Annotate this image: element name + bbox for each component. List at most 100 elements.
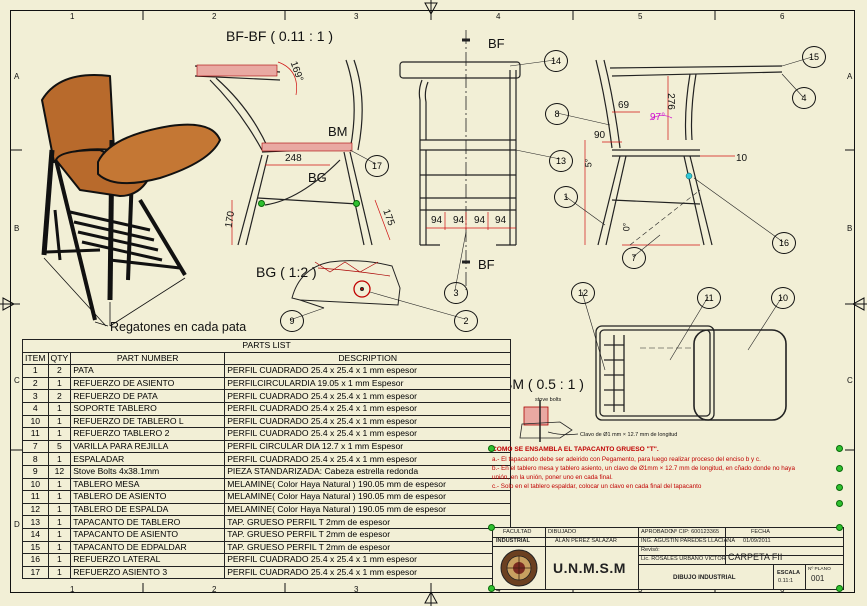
- drag-handle[interactable]: [353, 200, 360, 207]
- stove-bolts-note: stove bolts: [535, 397, 562, 403]
- zone-col-3-bottom: 3: [354, 585, 359, 594]
- qty-cell: 1: [47, 414, 72, 429]
- drag-handle[interactable]: [836, 500, 843, 507]
- section-title-bf: BF-BF ( 0.11 : 1 ): [226, 28, 334, 44]
- tb-aprobado-label: APROBADO: [641, 529, 673, 535]
- part-number-cell: REFUERZO TABLERO 2: [70, 427, 226, 441]
- tb-revisado-label: Revisó:: [641, 547, 660, 553]
- dim-angle-97: 97°: [650, 112, 666, 123]
- drag-handle[interactable]: [836, 445, 843, 452]
- drag-handle[interactable]: [836, 524, 843, 531]
- qty-cell: 1: [47, 527, 72, 542]
- description-cell: PERFIL CUADRADO 25.4 x 25.4 x 1 mm espes…: [224, 389, 512, 403]
- item-cell: 16: [22, 553, 49, 567]
- drag-handle[interactable]: [836, 484, 843, 491]
- part-number-cell: VARILLA PARA REJILLA: [70, 439, 226, 454]
- dim-94-d: 94: [495, 215, 507, 226]
- item-cell: 4: [22, 401, 49, 416]
- drag-handle[interactable]: [836, 465, 843, 472]
- balloon-8: 8: [545, 103, 569, 125]
- zone-row-b-right: B: [847, 224, 853, 233]
- col-part-number: PART NUMBER: [70, 351, 226, 366]
- detail-title-bm: BM ( 0.5 : 1 ): [503, 376, 584, 392]
- zone-col-2-top: 2: [212, 12, 217, 21]
- section-marker-top: BF: [488, 36, 505, 51]
- drag-handle[interactable]: [836, 585, 843, 592]
- qty-cell: 1: [47, 401, 72, 416]
- regatones-note: Regatones en cada pata: [110, 320, 247, 334]
- description-cell: PERFIL CUADRADO 25.4 x 25.4 x 1 mm espes…: [224, 553, 512, 567]
- part-number-cell: REFUERZO ASIENTO 3: [70, 565, 226, 580]
- part-number-cell: REFUERZO DE TABLERO L: [70, 414, 226, 429]
- label-bg: BG: [308, 170, 327, 185]
- tb-author: ALAN PEREZ SALAZAR: [555, 538, 617, 544]
- dim-angle-0: 0°: [621, 222, 632, 232]
- balloon-2: 2: [454, 310, 478, 332]
- drag-handle[interactable]: [258, 200, 265, 207]
- qty-cell: 1: [47, 502, 72, 517]
- tb-plano-label: Nº PLANO: [808, 567, 831, 572]
- tb-date: 01/09/2011: [743, 538, 771, 544]
- qty-cell: 5: [47, 439, 72, 454]
- zone-row-b-left: B: [14, 224, 20, 233]
- zone-row-a-right: A: [847, 72, 853, 81]
- dim-90: 90: [594, 130, 606, 141]
- drag-handle[interactable]: [488, 445, 495, 452]
- description-cell: TAP. GRUESO PERFIL T 2mm de espesor: [224, 527, 512, 542]
- drag-handle[interactable]: [488, 585, 495, 592]
- qty-cell: 1: [47, 376, 72, 391]
- tb-fecha-label: FECHA: [751, 529, 770, 535]
- detail-title-bg: BG ( 1:2 ): [256, 264, 317, 280]
- zone-col-1-top: 1: [70, 12, 75, 21]
- dim-94-b: 94: [453, 215, 465, 226]
- dim-69: 69: [618, 100, 630, 111]
- parts-list-table: PARTS LIST ITEM QTY PART NUMBER DESCRIPT…: [21, 339, 512, 580]
- tb-sheet-no: 001: [811, 574, 825, 583]
- assembly-note-c: c.- Solo en el tablero espaldar, colocar…: [492, 483, 702, 490]
- detail-bm: [519, 400, 579, 442]
- balloon-7: 7: [622, 247, 646, 269]
- item-cell: 8: [22, 452, 49, 466]
- tb-subject: DIBUJO INDUSTRIAL: [673, 574, 736, 581]
- drag-handle[interactable]: [488, 524, 495, 531]
- title-block: FACULTAD INDUSTRIAL DIBUJADO ALAN PEREZ …: [492, 527, 844, 590]
- description-cell: PERFIL CUADRADO 25.4 x 25.4 x 1 mm espes…: [224, 427, 512, 441]
- dim-94-a: 94: [431, 215, 443, 226]
- balloon-14: 13: [549, 150, 573, 172]
- item-cell: 12: [22, 502, 49, 517]
- tb-dibujado-label: DIBUJADO: [548, 529, 577, 535]
- tb-reviewer: Lic. ROSALES URBANO VICTOR: [641, 556, 726, 562]
- description-cell: MELAMINE( Color Haya Natural ) 190.05 mm…: [224, 477, 512, 492]
- balloon-15: 14: [544, 50, 568, 72]
- qty-cell: 1: [47, 477, 72, 492]
- item-cell: 2: [22, 376, 49, 391]
- section-marker-bottom: BF: [478, 257, 495, 272]
- top-view: [595, 325, 787, 421]
- zone-row-d-left: D: [14, 520, 20, 529]
- balloon-11: 11: [697, 287, 721, 309]
- tb-cip: Nº CIP: 600123365: [671, 529, 720, 535]
- item-cell: 9: [22, 464, 49, 479]
- description-cell: PERFIL CUADRADO 25.4 x 25.4 x 1 mm espes…: [224, 452, 512, 466]
- item-cell: 13: [22, 515, 49, 529]
- dim-angle-5: 5°: [583, 158, 594, 168]
- clavo-note: Clavo de Ø1 mm × 12.7 mm de longitud: [580, 432, 678, 438]
- dim-10: 10: [736, 153, 748, 164]
- balloon-10: 10: [771, 287, 795, 309]
- qty-cell: 1: [47, 553, 72, 567]
- assembly-note-title: COMO SE ENSAMBLA EL TAPACANTO GRUESO "T"…: [492, 446, 659, 453]
- part-number-cell: TAPACANTO DE EDPALDAR: [70, 540, 226, 555]
- balloon-3: 3: [444, 282, 468, 304]
- balloon-13: 15: [802, 46, 826, 68]
- qty-cell: 1: [47, 565, 72, 580]
- item-cell: 17: [22, 565, 49, 580]
- zone-row-a-left: A: [14, 72, 20, 81]
- zone-col-6-top: 6: [780, 12, 785, 21]
- qty-cell: 12: [47, 464, 72, 479]
